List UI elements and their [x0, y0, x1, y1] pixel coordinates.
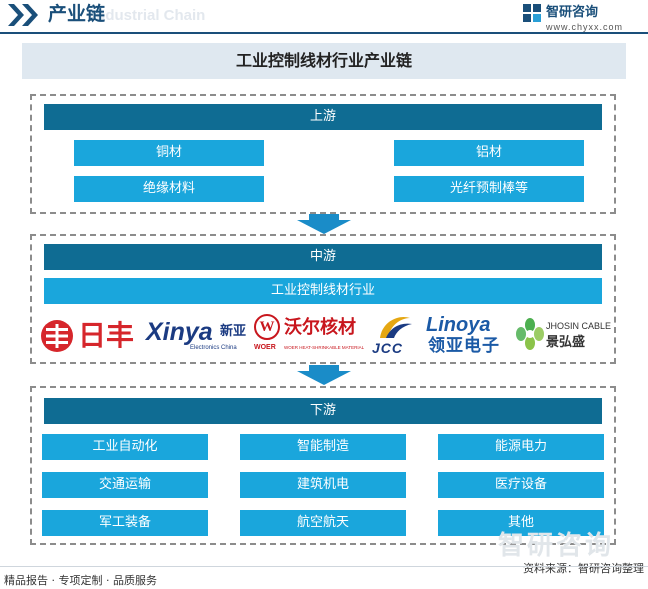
jhosin-name: JHOSIN CABLE [546, 321, 612, 331]
woer-mark-icon [254, 314, 280, 340]
xinya-cn: 新亚 [220, 324, 247, 339]
header-subtitle-watermark: Industrial Chain [92, 7, 206, 24]
down-arrow-icon [297, 214, 351, 234]
downstream-section: 下游 工业自动化 智能制造 能源电力 交通运输 建筑机电 医疗设备 军工装备 航… [30, 386, 616, 545]
jhosin-cn: 景弘盛 [546, 335, 586, 350]
linoya-cn: 领亚电子 [428, 336, 500, 356]
page-title: 产业链 [48, 3, 106, 25]
source-note: 资料来源：智研咨询整理 [523, 562, 644, 575]
downstream-item: 智能制造 [240, 434, 406, 460]
logo-woer: W WOER 沃尔核材 WOER HEAT-SHRINKABLE MATERIA… [254, 314, 364, 356]
jcc-name: JCC [372, 340, 404, 356]
brand-logo-icon [523, 4, 541, 22]
jhosin-flower-icon [516, 318, 544, 350]
downstream-item: 医疗设备 [438, 472, 604, 498]
woer-mark: W [259, 319, 275, 335]
xinya-sub: Electronics China [190, 345, 237, 351]
logo-rifeng: 日丰 [40, 316, 140, 356]
page-header: Industrial Chain 产业链 [0, 0, 648, 32]
upstream-item: 铜材 [74, 140, 264, 166]
downstream-item: 交通运输 [42, 472, 208, 498]
logo-jcc: JCC [370, 314, 422, 356]
double-chevron-icon [8, 4, 38, 26]
xinya-name: Xinya [146, 318, 213, 346]
logo-jhosin: JHOSIN CABLE 景弘盛 [516, 316, 614, 356]
upstream-item: 绝缘材料 [74, 176, 264, 202]
woer-sub: WOER HEAT-SHRINKABLE MATERIAL [284, 345, 365, 350]
midstream-label: 中游 [44, 244, 602, 270]
downstream-item: 航空航天 [240, 510, 406, 536]
footer-divider [0, 566, 648, 567]
woer-mark-text: WOER [254, 344, 276, 351]
rifeng-name: 日丰 [78, 319, 135, 352]
downstream-item: 其他 [438, 510, 604, 536]
downstream-item: 工业自动化 [42, 434, 208, 460]
midstream-industry: 工业控制线材行业 [44, 278, 602, 304]
downstream-item: 建筑机电 [240, 472, 406, 498]
downstream-label: 下游 [44, 398, 602, 424]
brand-block: 智研咨询 www.chyxx.com [522, 3, 642, 37]
downstream-item: 能源电力 [438, 434, 604, 460]
footer-slogan: 精品报告 · 专项定制 · 品质服务 [4, 574, 157, 587]
linoya-name: Linoya [426, 314, 491, 336]
brand-url: www.chyxx.com [546, 22, 624, 32]
logo-linoya: Linoya 领亚电子 [426, 314, 510, 356]
jcc-swoosh-icon [380, 316, 412, 338]
logo-xinya: Xinya 新亚 Electronics China [146, 316, 250, 356]
upstream-label: 上游 [44, 104, 602, 130]
woer-name: 沃尔核材 [284, 317, 356, 338]
down-arrow-icon [297, 365, 351, 385]
chart-title: 工业控制线材行业产业链 [235, 51, 412, 70]
rifeng-mark-icon [41, 320, 73, 352]
brand-name: 智研咨询 [546, 5, 599, 20]
header-divider [0, 32, 648, 34]
downstream-item: 军工装备 [42, 510, 208, 536]
footer-watermark: 智研咨询 [498, 531, 615, 561]
chart-title-banner: 工业控制线材行业产业链 [22, 43, 626, 79]
upstream-item: 铝材 [394, 140, 584, 166]
upstream-item: 光纤预制棒等 [394, 176, 584, 202]
upstream-section: 上游 铜材 铝材 绝缘材料 光纤预制棒等 [30, 94, 616, 214]
midstream-section: 中游 工业控制线材行业 日丰 Xinya 新亚 Electronics Chin… [30, 234, 616, 364]
